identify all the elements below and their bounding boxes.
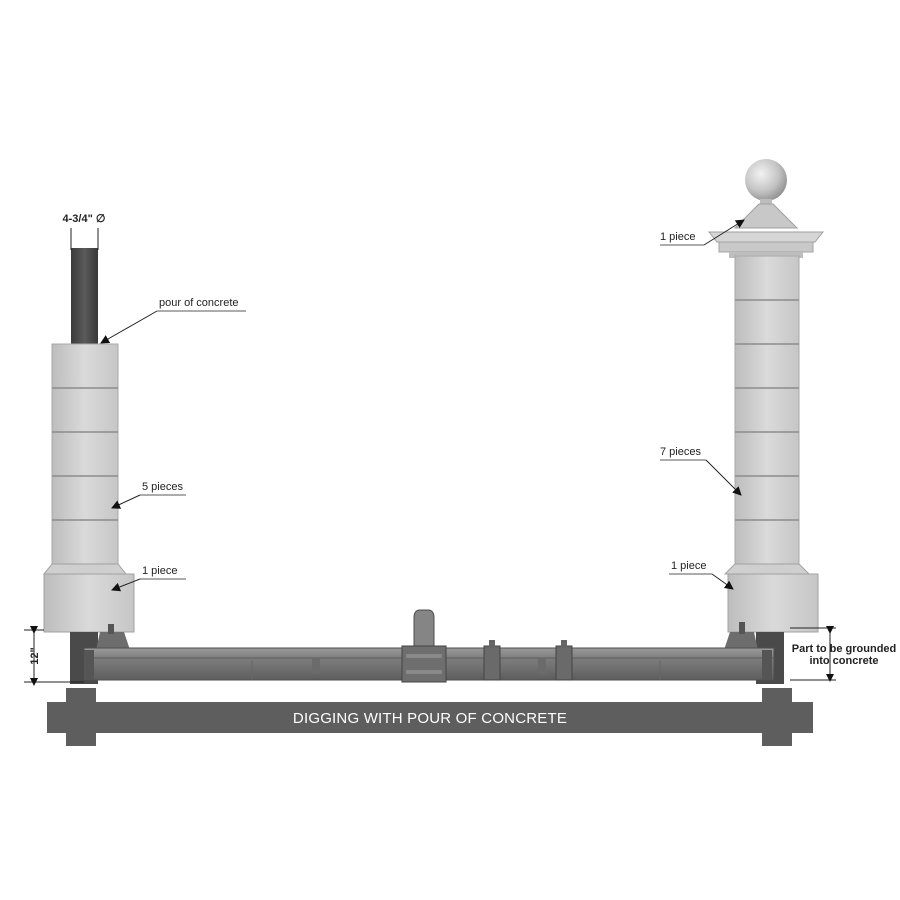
right-base-annotation: 1 piece	[669, 560, 734, 590]
concrete-band: DIGGING WITH POUR OF CONCRETE	[47, 688, 813, 746]
left-mount-bracket	[96, 632, 130, 650]
left-stacked-blocks	[51, 343, 119, 565]
grounded-label-line2: into concrete	[809, 655, 878, 667]
center-stop	[401, 609, 447, 683]
track-joint	[483, 645, 501, 681]
left-base-piece	[42, 563, 135, 633]
left-steel-pipe	[71, 248, 98, 348]
left-base-label: 1 piece	[142, 565, 177, 577]
right-base-piece	[723, 563, 819, 633]
right-cap-annotation: 1 piece	[660, 219, 745, 246]
right-pillar	[707, 159, 825, 684]
grounded-label-line1: Part to be grounded	[792, 643, 897, 655]
pipe-diameter-label: 4-3/4" ∅	[63, 213, 106, 225]
right-pieces-label: 7 pieces	[660, 446, 701, 458]
right-cap-label: 1 piece	[660, 231, 695, 243]
track-end-plate-left	[84, 650, 94, 680]
left-pieces-annotation: 5 pieces	[111, 481, 186, 509]
gate-track	[83, 609, 775, 683]
pipe-diameter-annotation: 4-3/4" ∅	[63, 213, 106, 250]
right-ball-finial	[745, 159, 787, 201]
pour-of-concrete-label: pour of concrete	[159, 297, 239, 309]
track-end-plate-right	[762, 650, 772, 680]
right-mount-bracket	[724, 632, 758, 650]
concrete-band-label: DIGGING WITH POUR OF CONCRETE	[293, 710, 567, 727]
depth-dimension: 12"	[24, 626, 84, 686]
right-base-label: 1 piece	[671, 560, 706, 572]
left-pillar	[42, 248, 135, 684]
right-cap-piece	[707, 203, 825, 258]
track-joint	[555, 645, 573, 681]
left-pieces-label: 5 pieces	[142, 481, 183, 493]
right-stacked-blocks	[734, 255, 800, 565]
depth-label: 12"	[29, 647, 41, 664]
left-base-annotation: 1 piece	[111, 565, 186, 592]
right-pieces-annotation: 7 pieces	[660, 446, 742, 496]
grounded-annotation: Part to be grounded into concrete	[790, 626, 897, 682]
pour-of-concrete-annotation: pour of concrete	[100, 297, 246, 344]
